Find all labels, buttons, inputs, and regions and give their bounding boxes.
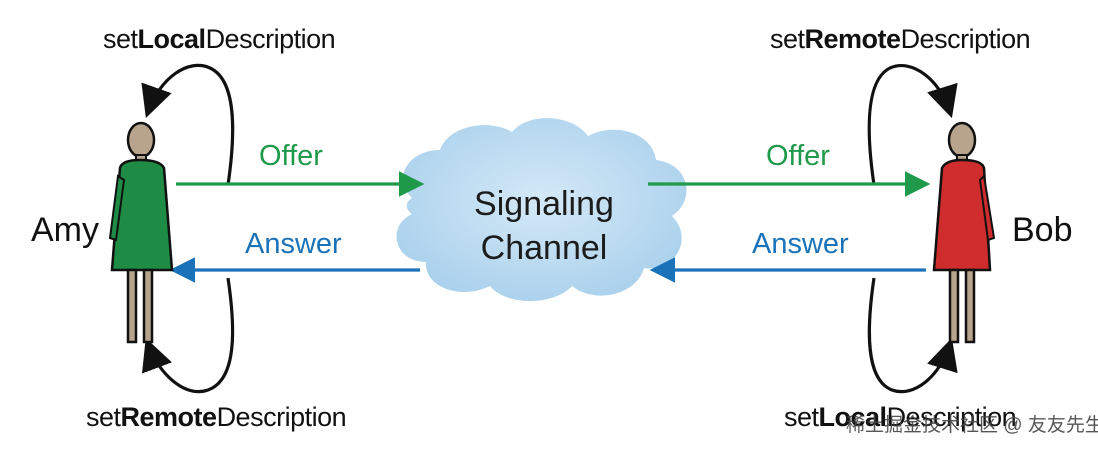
answer-label-left: Answer [245, 228, 342, 260]
signaling-line: Signaling [474, 185, 614, 223]
amy-figure [108, 121, 174, 344]
bob-figure [932, 121, 996, 344]
bob-name-label: Bob [1012, 211, 1073, 249]
channel-line: Channel [480, 229, 608, 267]
amy-remote-loop [142, 277, 235, 394]
bob-top-caption: setRemoteDescription [770, 24, 1031, 54]
signaling-channel-label: Signaling Channel [454, 182, 634, 270]
answer-label-right: Answer [752, 228, 849, 260]
watermark-text: 稀土掘金技术社区 @ 友友先生 [846, 415, 1098, 436]
amy-bottom-caption: setRemoteDescription [86, 402, 347, 432]
signaling-cloud [396, 118, 687, 301]
amy-local-loop [141, 63, 235, 186]
bob-local-loop [867, 277, 958, 394]
amy-name-label: Amy [31, 211, 99, 249]
offer-label-left: Offer [259, 140, 323, 172]
bob-remote-loop [867, 64, 958, 186]
amy-top-caption: setLocalDescription [103, 24, 336, 54]
offer-label-right: Offer [766, 140, 830, 172]
bob-bottom-caption: setLocalDescription [784, 402, 1017, 432]
